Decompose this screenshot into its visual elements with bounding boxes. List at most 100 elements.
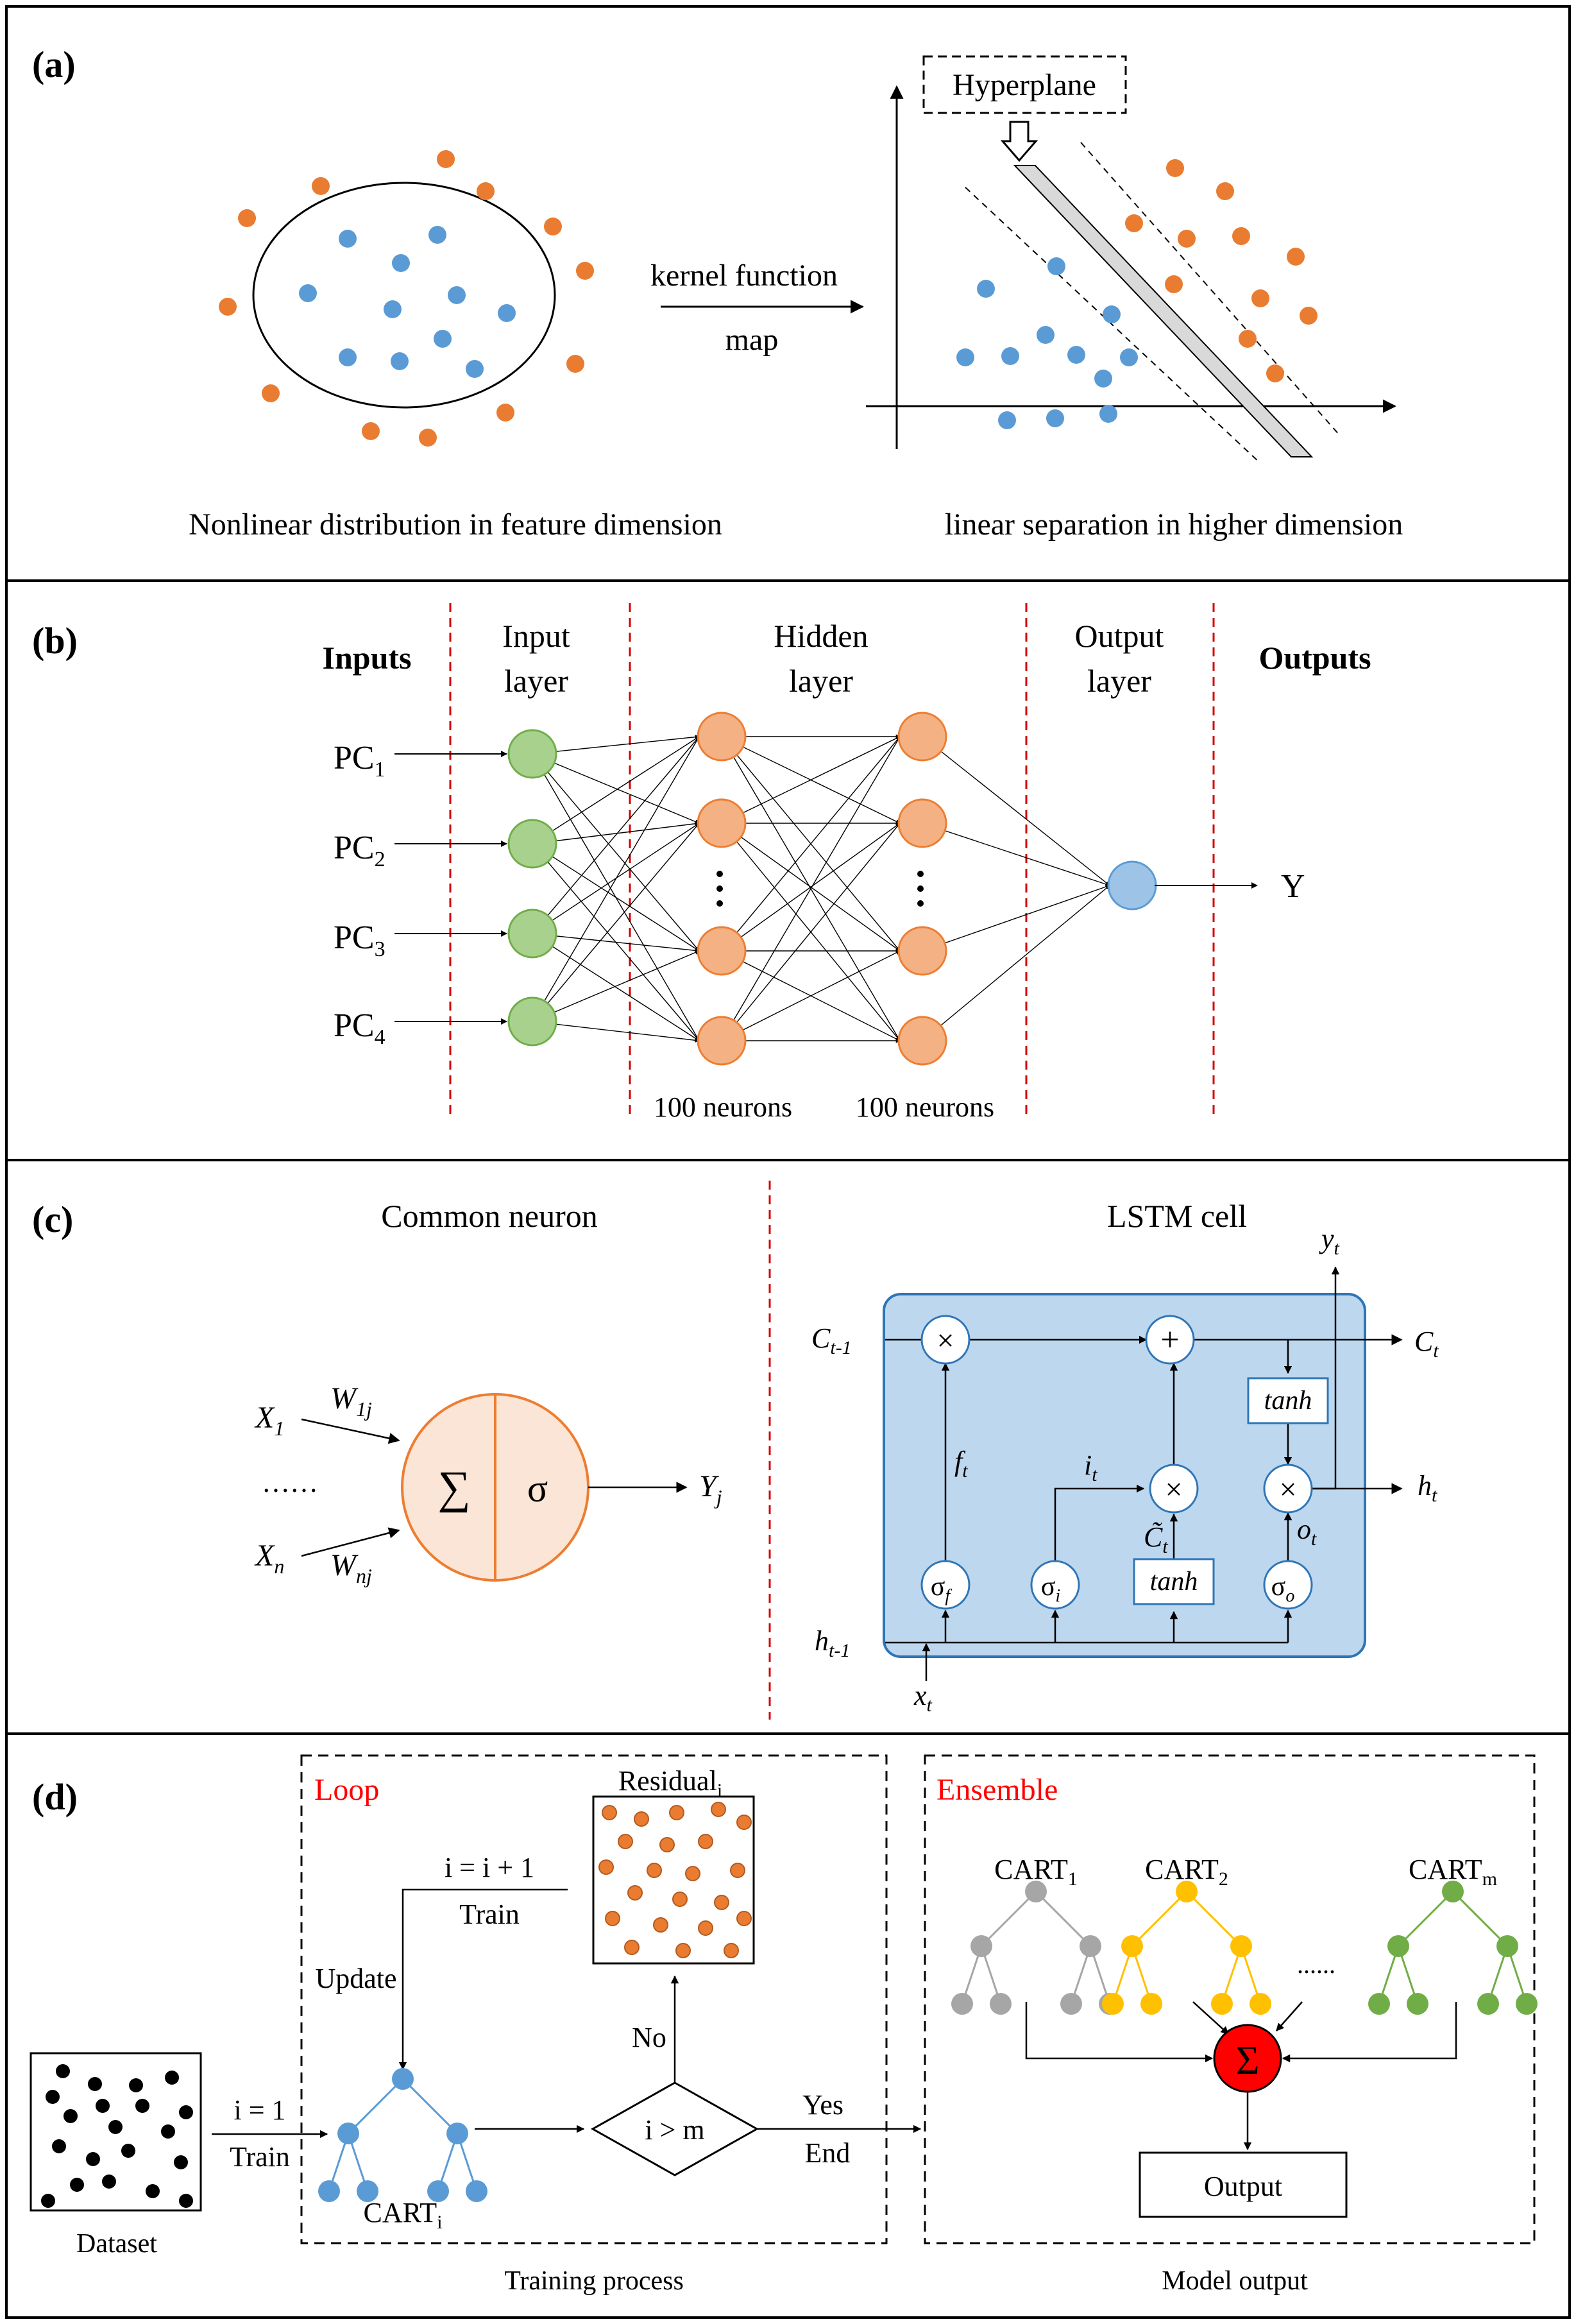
tree-node <box>1250 1993 1271 2015</box>
w1j-label: W1j <box>330 1381 372 1421</box>
tree-node <box>1140 1993 1162 2015</box>
xn-arrow <box>301 1527 400 1557</box>
pc3-label: PC3 <box>334 919 386 961</box>
orange-point <box>1178 230 1196 248</box>
edge <box>532 753 700 952</box>
hyperplane-plane <box>1013 165 1314 457</box>
orange-point <box>496 404 514 422</box>
dataset-label: Dataset <box>76 2229 157 2259</box>
inputs-ellipsis: …… <box>262 1467 318 1498</box>
wnj-label: Wnj <box>330 1548 372 1587</box>
ht-prev-label: ht-1 <box>815 1625 850 1661</box>
model-output-label: Model output <box>1162 2266 1308 2296</box>
tree-edge <box>980 1890 1037 1947</box>
tree-edge <box>1397 1890 1454 1947</box>
yt-label: yt <box>1319 1223 1340 1259</box>
ct-label: Ct <box>1414 1326 1439 1362</box>
panel-b-label: (b) <box>32 620 78 662</box>
blue-point <box>299 284 317 302</box>
dataset-point <box>64 2109 78 2123</box>
lstm-cell-box <box>883 1293 1366 1658</box>
input-node <box>507 996 557 1047</box>
dataset-point <box>70 2178 84 2192</box>
hidden-node <box>897 798 947 848</box>
hyperplane-box <box>922 55 1127 114</box>
edge <box>532 823 700 1022</box>
edge <box>922 885 1110 1041</box>
x1-label: X1 <box>254 1401 284 1440</box>
edge <box>721 736 901 824</box>
orange-point <box>238 209 256 227</box>
residual-point <box>724 1943 739 1958</box>
tree-node <box>1407 1993 1428 2015</box>
tree-node <box>318 2180 340 2202</box>
orange-point <box>1166 159 1184 177</box>
hidden-ellipsis-2 <box>917 871 924 907</box>
yes-label: Yes <box>802 2089 843 2121</box>
orange-point <box>362 422 380 440</box>
orange-point <box>1239 330 1257 348</box>
panel-d-label: (d) <box>32 1776 78 1818</box>
caption-left: Nonlinear distribution in feature dimens… <box>189 508 722 542</box>
tree-edge <box>1452 1890 1509 1947</box>
dataset-point <box>121 2144 135 2158</box>
residual-point <box>624 1940 640 1955</box>
hyperplane-pointer <box>1000 121 1038 162</box>
residual-point <box>634 1811 649 1827</box>
blue-point <box>392 254 410 272</box>
hidden-node <box>697 712 747 762</box>
tree-edge <box>1185 1890 1242 1947</box>
residual-point <box>598 1859 614 1875</box>
train-label-2: Train <box>459 1899 520 1930</box>
y-label: Y <box>1281 868 1305 905</box>
orange-point <box>1287 248 1305 266</box>
residual-point <box>711 1802 726 1817</box>
blue-point <box>1046 409 1064 427</box>
blue-point <box>1120 348 1138 366</box>
blue-point <box>998 411 1016 429</box>
ot-label: ot <box>1297 1514 1317 1550</box>
yj-label: Yj <box>699 1469 722 1508</box>
forget-multiply-symbol: × <box>936 1324 954 1358</box>
input-multiply-symbol: × <box>1165 1473 1182 1507</box>
residual-point <box>714 1895 729 1910</box>
lstm-cell-title: LSTM cell <box>1107 1198 1247 1234</box>
tree-node <box>1211 1993 1233 2015</box>
output-layer-heading-2: layer <box>1087 663 1151 699</box>
input-node <box>507 909 557 959</box>
cart-2-label: CART2 <box>1145 1854 1228 1890</box>
training-process-label: Training process <box>504 2266 684 2296</box>
dataset-point <box>146 2184 160 2198</box>
forget-multiply <box>920 1315 970 1365</box>
residual-point <box>602 1805 617 1820</box>
blue-point <box>391 352 409 370</box>
residual-point <box>672 1892 688 1907</box>
hidden-node <box>897 1016 947 1066</box>
blue-point <box>466 360 484 378</box>
update-label: Update <box>315 1963 396 1994</box>
common-neuron-title: Common neuron <box>381 1198 597 1234</box>
blue-point <box>1067 346 1085 364</box>
residual-point <box>736 1911 752 1926</box>
residual-points <box>598 1802 752 1958</box>
tree-node <box>1176 1881 1198 1902</box>
tree-node <box>1516 1993 1538 2015</box>
tree-node <box>446 2123 468 2144</box>
edge <box>922 823 1110 887</box>
dots-to-sum <box>1276 2001 1303 2031</box>
orange-point <box>1251 289 1269 307</box>
residual-label: Residuali <box>618 1765 722 1801</box>
orange-point <box>437 150 455 168</box>
neurons-label-2: 100 neurons <box>856 1091 994 1123</box>
blue-point <box>1103 305 1121 323</box>
orange-point <box>566 355 584 373</box>
yt-arrow <box>1312 1266 1340 1490</box>
residual-point <box>627 1885 643 1901</box>
blue-point <box>498 304 516 322</box>
margin-upper <box>1080 142 1341 437</box>
orange-point <box>262 384 280 402</box>
ensemble-label: Ensemble <box>936 1773 1058 1807</box>
cart-i-label: CARTi <box>363 2197 442 2233</box>
residual-box <box>592 1795 755 1965</box>
cart-i-tree <box>318 2068 487 2202</box>
